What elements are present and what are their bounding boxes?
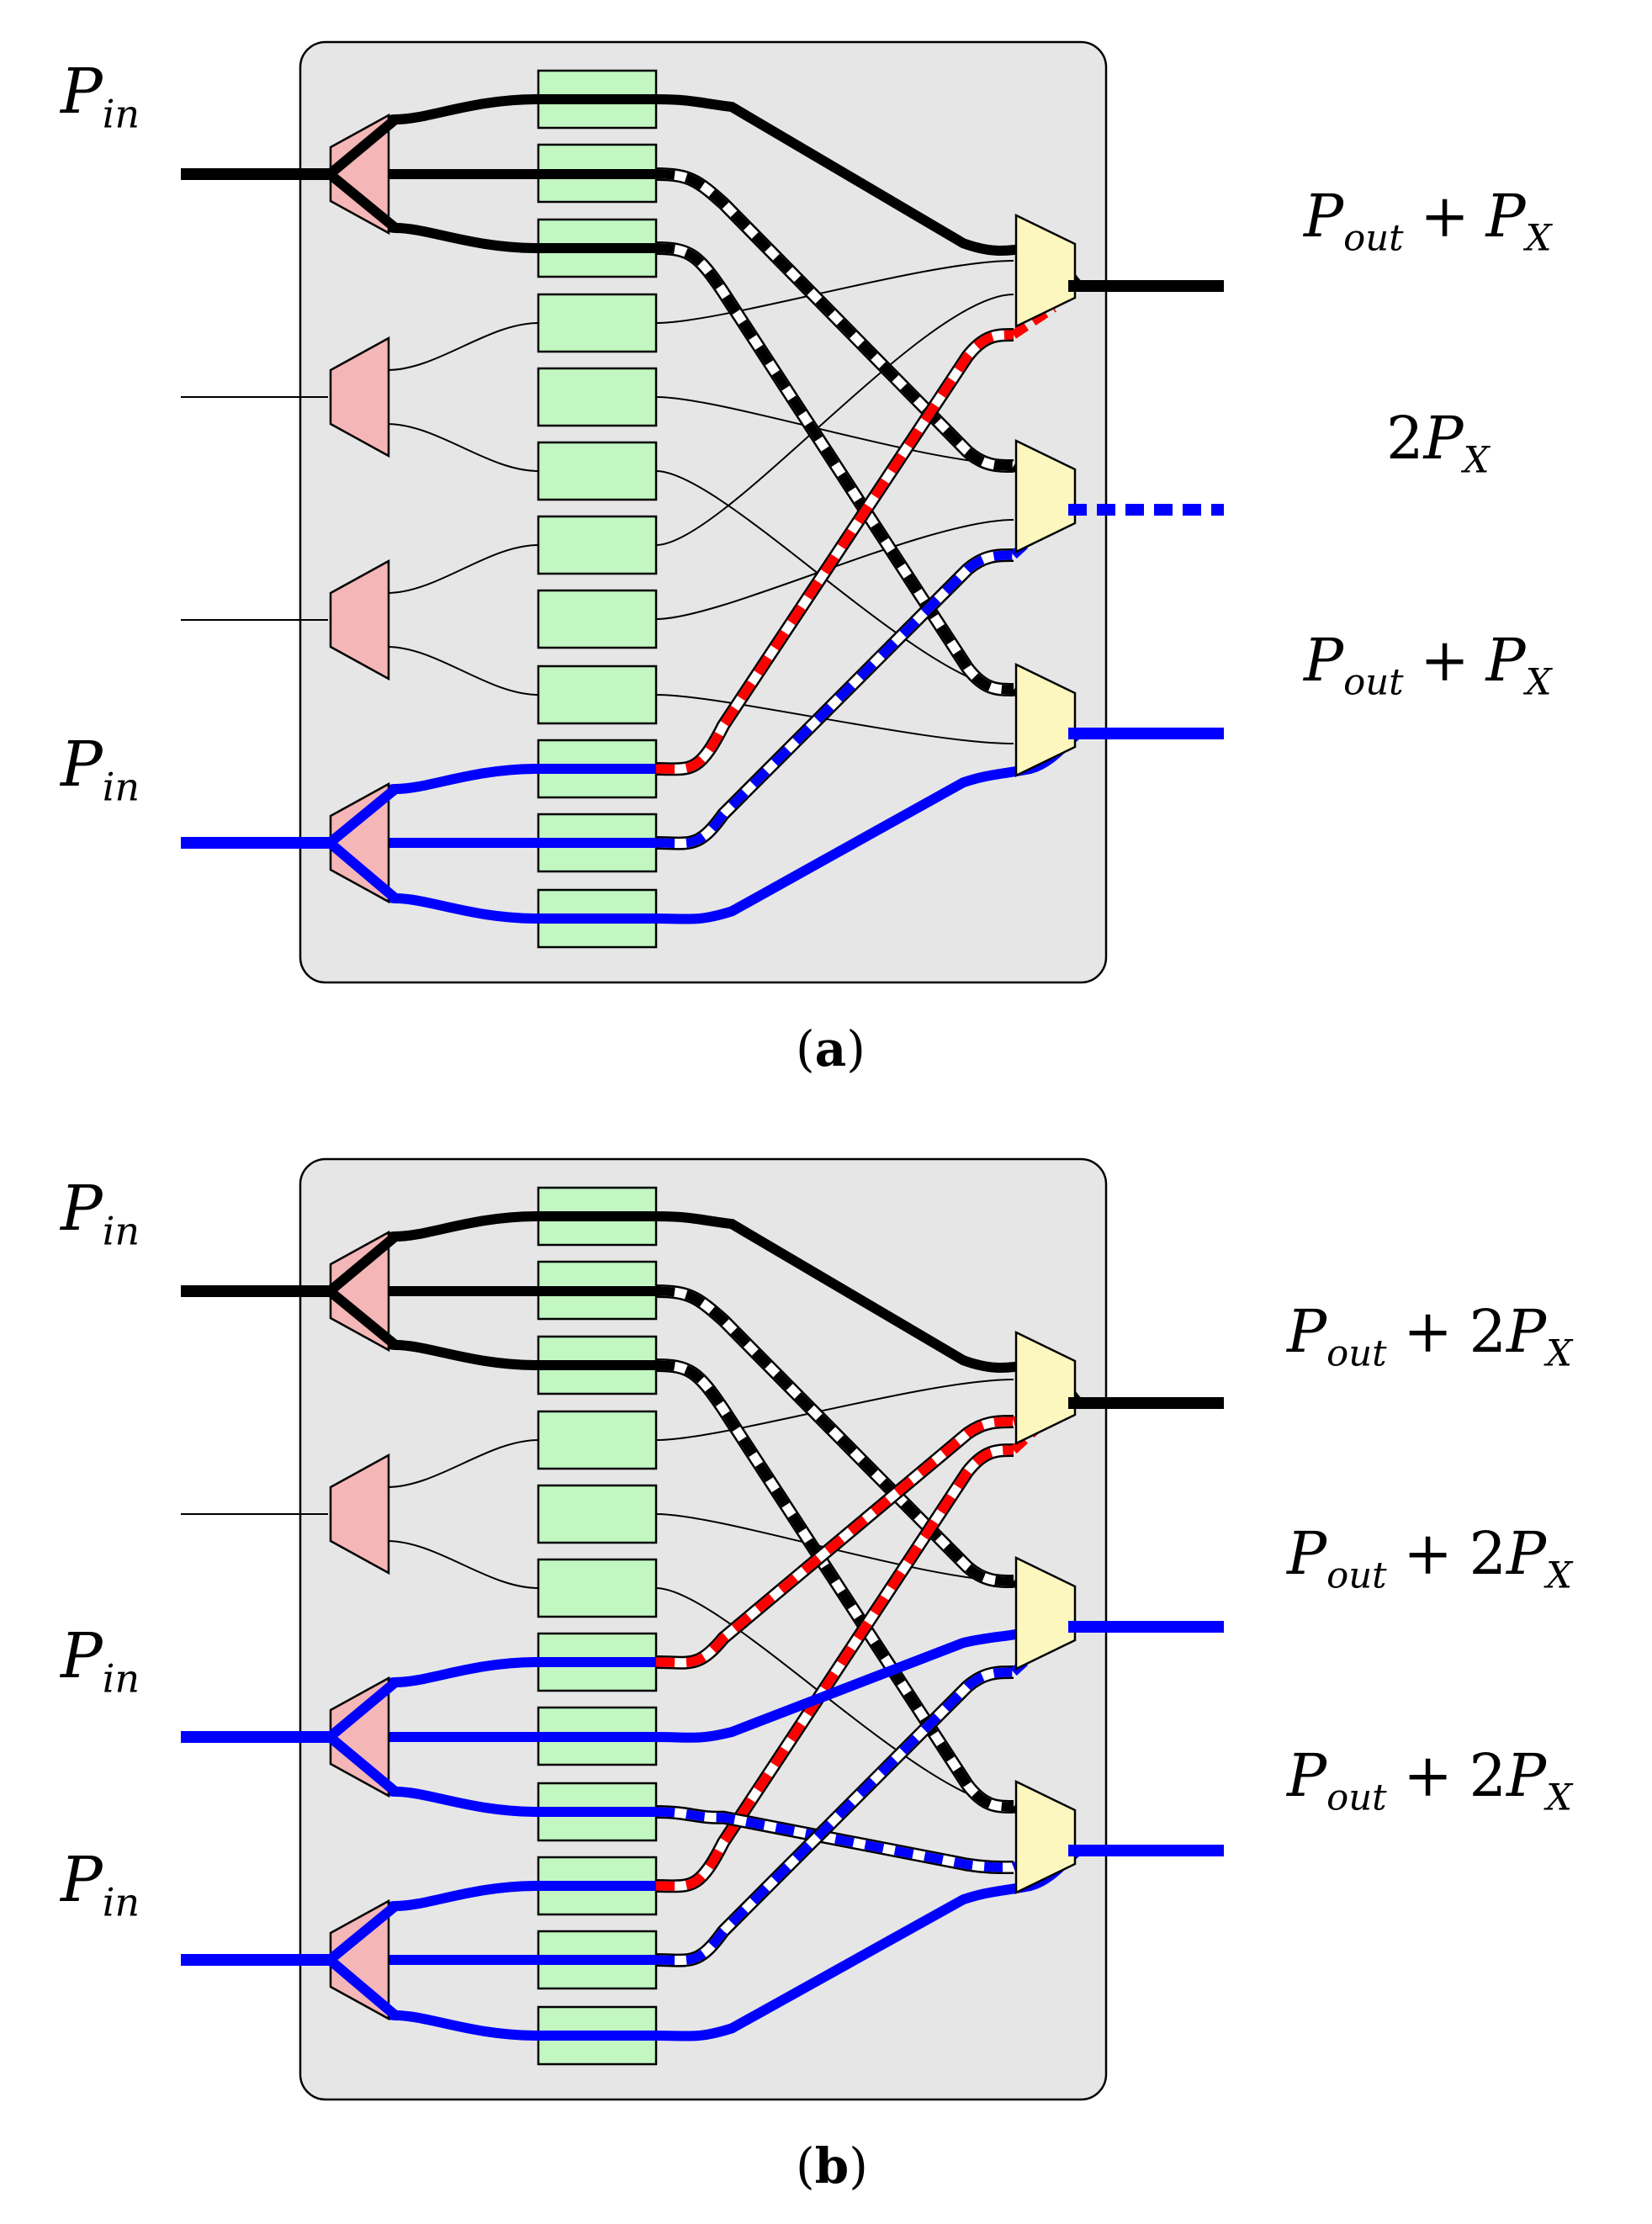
panel-b-combiner-1 [1014,1331,1077,1445]
panel-a-dashed-route-gap-3 [655,330,1014,774]
panel-b-dashed-route-gap-2 [655,1360,1014,1812]
panel-b-combiner-3 [1014,1780,1077,1894]
panel-a-splitter-2 [329,336,390,458]
panel-b-splitter-branch-overlay [326,1232,399,1295]
panel-a-splitter-3 [329,559,390,681]
panel-a-modulator-8 [537,589,658,649]
panel-b-output-label-3: Pout+2PX [1287,1741,1573,1819]
panel-a-modulator-6 [537,441,658,501]
panel-a-modulator-9 [537,665,658,725]
panel-b-splitter-3 [329,1676,390,1798]
panel-b-output-label-1: Pout+2PX [1287,1297,1573,1375]
panel-a-splitter-4 [329,781,390,904]
panel-a-splitter-1 [329,113,390,236]
panel-b-splitter-branch-overlay [326,1956,399,2020]
panel-a-combiner-2 [1014,439,1077,553]
panel-a-crossing-waveguide-1 [655,260,1014,324]
panel-b-splitter-branch-overlay [326,1902,399,1964]
panel-a-splitter-branch-overlay [326,115,399,178]
panel-a-idle-fan-line [386,322,539,371]
panel-b-dashed-route-black-1 [655,1286,1014,1586]
panel-b-crossing-waveguide-1 [655,1379,1014,1441]
panel-a-combiner-stub-red [1010,304,1057,339]
panel-b-idle-fan-line [386,1540,539,1589]
panel-b-modulator-5 [537,1484,658,1544]
panel-a-idle-fan-line [386,544,539,594]
panel-a-output-label-3: Pout+PX [1304,626,1552,704]
panel-a-modulator-4 [537,293,658,353]
panel-b-dashed-route-blue-5 [655,1807,1014,1872]
panel-a-idle-fan-line [386,646,539,696]
panel-b-dashed-route-blue-6 [655,1667,1014,1966]
panel-b-dashed-route-red-3 [655,1416,1014,1668]
panel-a-modulator-5 [537,367,658,427]
panel-a-input-label-1: Pin [61,56,140,137]
panel-a-input-label-2: Pin [61,728,140,810]
panel-b-splitter-1 [329,1230,390,1353]
panel-a-dashed-route-gap-2 [655,243,1014,695]
panel-a-splitter-branch-overlay [326,785,399,847]
panel-a-combiner-1 [1014,214,1077,328]
panel-a-idle-fan-line [386,423,539,472]
panel-b-output-label-2: Pout+2PX [1287,1519,1573,1597]
panel-b-input-label-2: Pin [61,1620,140,1702]
panel-b-splitter-2 [329,1453,390,1575]
panel-b-caption: (b) [796,2137,868,2195]
panel-a-output-label-2: 2PX [1386,404,1490,482]
panel-b-idle-fan-line [386,1439,539,1488]
panel-a-modulator-7 [537,515,658,575]
panel-b-splitter-branch-overlay [326,1287,399,1349]
panel-b-dashed-route-gap-4 [655,1445,1014,1891]
panel-b-splitter-branch-overlay [326,1678,399,1741]
panel-a-caption: (a) [796,1020,866,1078]
panel-a-splitter-branch-overlay [326,170,399,232]
panel-b-input-label-1: Pin [61,1173,140,1254]
panel-b-diagram [181,1157,1224,2101]
panel-a-dashed-route-blue-4 [655,550,1014,849]
panel-a-dashed-route-black-1 [655,169,1014,471]
panel-b-modulator-4 [537,1410,658,1470]
panel-a-diagram [181,40,1224,984]
panel-b-splitter-branch-overlay [326,1733,399,1796]
panel-a-crossing-waveguide-4 [655,294,1014,546]
panel-b-input-label-3: Pin [61,1844,140,1925]
panel-a-combiner-3 [1014,663,1077,777]
panel-a-output-label-1: Pout+PX [1304,182,1552,260]
panel-b-modulator-6 [537,1558,658,1618]
panel-a-splitter-branch-overlay [326,839,399,903]
panel-b-combiner-2 [1014,1556,1077,1671]
panel-b-splitter-4 [329,1898,390,2021]
